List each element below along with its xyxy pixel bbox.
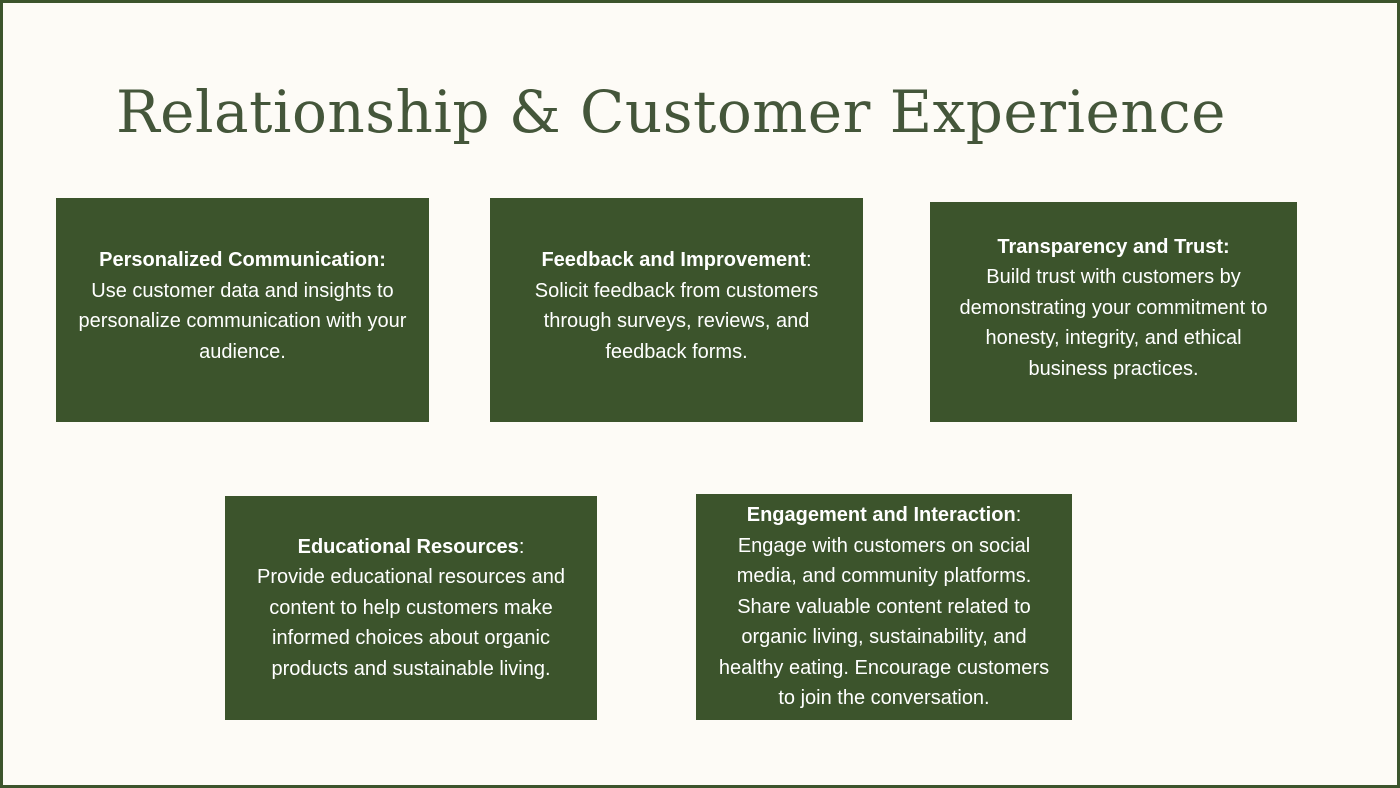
card-engagement-and-interaction: Engagement and Interaction: Engage with … [696, 494, 1072, 720]
card-heading: Engagement and Interaction: [747, 500, 1022, 531]
card-title: Feedback and Improvement [541, 249, 806, 271]
card-title: Transparency and Trust: [997, 235, 1230, 258]
card-title-punct: : [1015, 504, 1022, 527]
card-body: Build trust with customers by demonstrat… [959, 266, 1268, 380]
card-title-punct: : [805, 249, 812, 271]
card-heading: Personalized Communication: [99, 245, 386, 276]
card-transparency-and-trust: Transparency and Trust: Build trust with… [930, 202, 1297, 422]
card-heading: Transparency and Trust: [997, 232, 1229, 263]
card-title: Personalized Communication: [99, 249, 386, 271]
card-body: Provide educational resources and conten… [257, 566, 565, 680]
page-title: Relationship & Customer Experience [115, 78, 1227, 146]
card-title: Engagement and Interaction [746, 504, 1016, 527]
card-title: Educational Resources [297, 535, 519, 558]
card-heading: Feedback and Improvement: [541, 245, 811, 276]
card-educational-resources: Educational Resources: Provide education… [225, 496, 597, 720]
card-body: Engage with customers on social media, a… [718, 534, 1050, 710]
card-heading: Educational Resources: [298, 532, 525, 563]
card-title-punct: : [518, 535, 525, 558]
card-feedback-and-improvement: Feedback and Improvement: Solicit feedba… [490, 198, 863, 422]
card-body: Solicit feedback from customers through … [534, 279, 819, 363]
card-body: Use customer data and insights to person… [78, 279, 407, 363]
card-personalized-communication: Personalized Communication: Use customer… [56, 198, 429, 422]
